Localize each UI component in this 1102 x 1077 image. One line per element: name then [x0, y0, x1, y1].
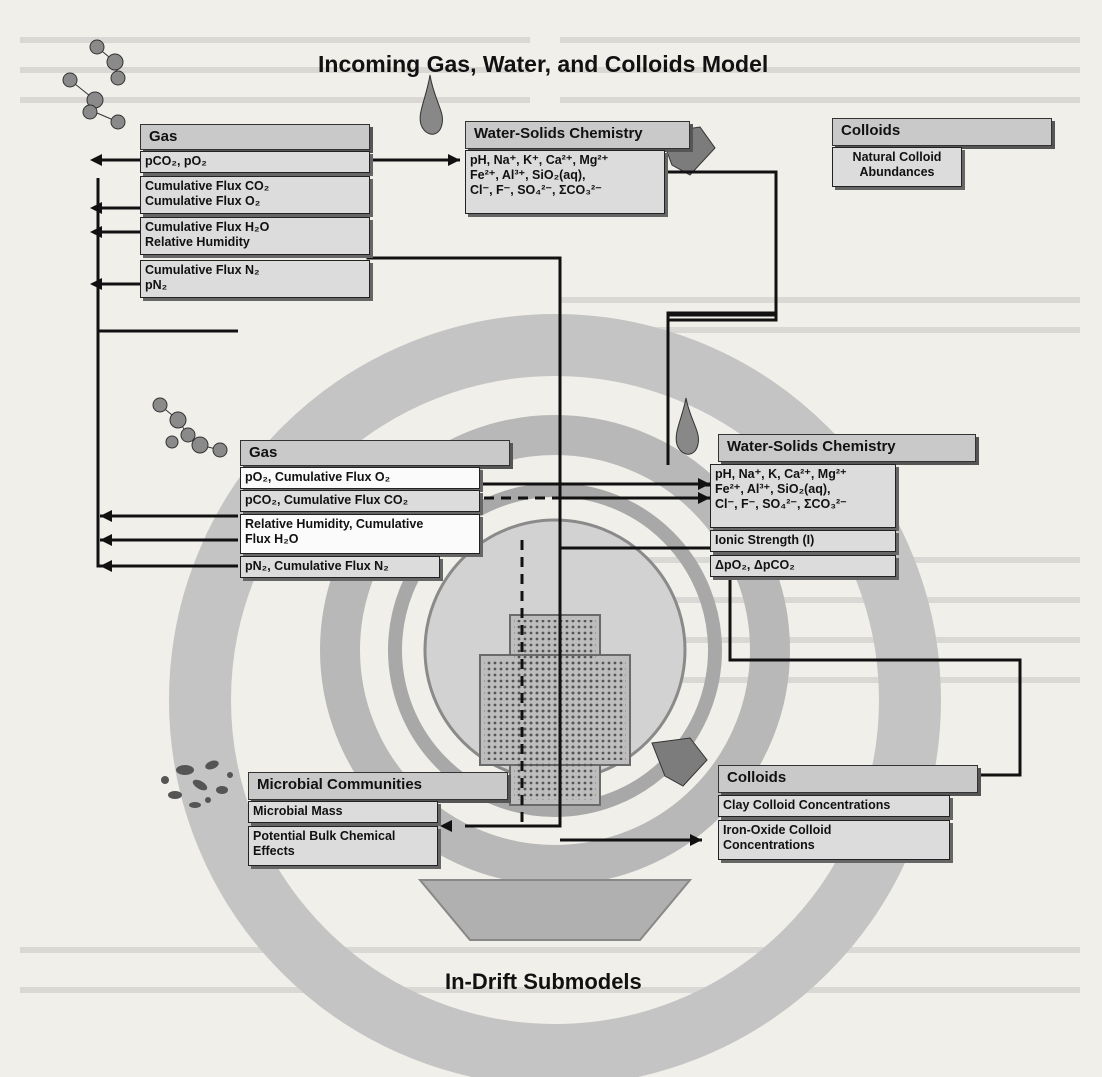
bottom-gas-item: pCO₂, Cumulative Flux CO₂ [245, 493, 409, 507]
bottom-water-header: Water-Solids Chemistry [718, 434, 976, 462]
bottom-gas-row: Relative Humidity, Cumulative Flux H₂O [240, 514, 480, 554]
dashed-flow-lines [450, 496, 702, 826]
top-water-line: pH, Na⁺, K⁺, Ca²⁺, Mg²⁺ [470, 153, 609, 167]
bottom-colloids-line: Iron-Oxide Colloid [723, 823, 832, 837]
bottom-colloids-line: Clay Colloid Concentrations [723, 798, 891, 812]
bottom-water-line: Fe²⁺, Al³⁺, SiO₂(aq), [715, 482, 831, 496]
bottom-colloids-row: Iron-Oxide Colloid Concentrations [718, 820, 950, 860]
top-colloids-header: Colloids [832, 118, 1052, 146]
top-gas-header: Gas [140, 124, 370, 150]
top-colloids-line: Natural Colloid [852, 150, 942, 164]
bottom-microbial-line: Potential Bulk Chemical [253, 829, 396, 843]
top-gas-item: Cumulative Flux O₂ [145, 194, 261, 208]
bottom-gas-item: Flux H₂O [245, 532, 299, 546]
bottom-water-line: Cl⁻, F⁻, SO₄²⁻, ΣCO₃²⁻ [715, 497, 847, 511]
gas-molecule-icon [152, 397, 228, 458]
bottom-water-line: pH, Na⁺, K, Ca²⁺, Mg²⁺ [715, 467, 847, 481]
top-water-line: Cl⁻, F⁻, SO₄²⁻, ΣCO₃²⁻ [470, 183, 602, 197]
footer-title: In-Drift Submodels [445, 969, 642, 994]
bottom-microbial-header: Microbial Communities [248, 772, 508, 800]
bottom-water-box: pH, Na⁺, K, Ca²⁺, Mg²⁺ Fe²⁺, Al³⁺, SiO₂(… [710, 464, 896, 528]
drift-ring-outer [320, 415, 790, 885]
bottom-colloids-line: Concentrations [723, 838, 815, 852]
top-water-line: Fe²⁺, Al³⁺, SiO₂(aq), [470, 168, 586, 182]
top-gas-item: pCO₂, pO₂ [145, 154, 207, 168]
water-drop-icon [675, 397, 700, 455]
outer-ring [169, 314, 941, 1077]
bottom-gas-row: pN₂, Cumulative Flux N₂ [240, 556, 440, 578]
top-gas-row: Cumulative Flux N₂ pN₂ [140, 260, 370, 298]
bottom-gas-item: Relative Humidity, Cumulative [245, 517, 424, 531]
top-gas-item: Cumulative Flux H₂O [145, 220, 270, 234]
bottom-water-delta: ΔpO₂, ΔpCO₂ [710, 555, 896, 577]
page-title: Incoming Gas, Water, and Colloids Model [318, 51, 769, 77]
top-gas-item: Relative Humidity [145, 235, 250, 249]
colloid-icon [651, 737, 708, 787]
bottom-microbial-line: Effects [253, 844, 295, 858]
bottom-microbial-row: Microbial Mass [248, 801, 438, 823]
drift-invert [417, 879, 693, 941]
bottom-gas-item: pN₂, Cumulative Flux N₂ [245, 559, 389, 573]
top-water-header: Water-Solids Chemistry [465, 121, 690, 149]
top-colloids-line: Abundances [859, 165, 935, 179]
bottom-gas-row: pCO₂, Cumulative Flux CO₂ [240, 490, 480, 512]
bottom-water-ionic: Ionic Strength (I) [710, 530, 896, 552]
bottom-microbial-row: Potential Bulk Chemical Effects [248, 826, 438, 866]
gas-molecule-icon [62, 39, 126, 130]
top-gas-item: pN₂ [145, 278, 168, 292]
bottom-water-extra: ΔpO₂, ΔpCO₂ [715, 558, 795, 572]
top-gas-row: Cumulative Flux H₂O Relative Humidity [140, 217, 370, 255]
bottom-colloids-header: Colloids [718, 765, 978, 793]
bottom-colloids-row: Clay Colloid Concentrations [718, 795, 950, 817]
water-drop-icon [419, 74, 444, 135]
top-gas-item: Cumulative Flux N₂ [145, 263, 260, 277]
bottom-water-extra: Ionic Strength (I) [715, 533, 815, 547]
waste-package [479, 614, 631, 806]
bottom-microbial-line: Microbial Mass [253, 804, 343, 818]
drift-ring-inner [388, 483, 722, 817]
top-gas-row: pCO₂, pO₂ [140, 151, 370, 173]
microbe-cluster-icon [161, 760, 233, 808]
bottom-gas-row: pO₂, Cumulative Flux O₂ [240, 467, 480, 489]
top-colloids-box: Natural Colloid Abundances [832, 147, 962, 187]
top-gas-item: Cumulative Flux CO₂ [145, 179, 270, 193]
top-gas-row: Cumulative Flux CO₂ Cumulative Flux O₂ [140, 176, 370, 214]
bottom-gas-header: Gas [240, 440, 510, 466]
top-water-box: pH, Na⁺, K⁺, Ca²⁺, Mg²⁺ Fe²⁺, Al³⁺, SiO₂… [465, 150, 665, 214]
bottom-gas-item: pO₂, Cumulative Flux O₂ [245, 470, 391, 484]
